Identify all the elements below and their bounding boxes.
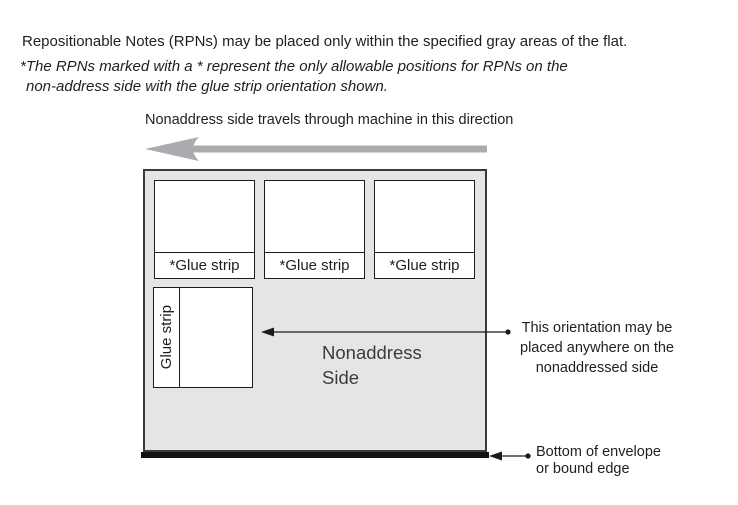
machine-direction-label: Nonaddress side travels through machine … [145,112,514,128]
asterisk-note: *The RPNs marked with a * represent the … [20,57,568,97]
rpn-rotated: Glue strip [153,287,253,388]
glue-strip-label: *Glue strip [375,252,474,278]
rpn-top-1: *Glue strip [154,180,255,279]
intro-text: Repositionable Notes (RPNs) may be place… [22,33,628,50]
orientation-pointer-arrow-icon [261,327,511,337]
nonaddress-side-label-line1: Nonaddress [322,342,422,363]
orientation-annotation-line1: This orientation may be [521,320,673,336]
bound-edge-annotation-line1: Bottom of envelope [536,444,661,460]
rpn-body [375,181,474,252]
bound-edge-annotation-line2: or bound edge [536,461,630,477]
glue-strip-label: *Glue strip [155,252,254,278]
orientation-annotation-line2: placed anywhere on the [520,340,674,356]
orientation-annotation: This orientation may be placed anywhere … [507,318,687,378]
rpn-body [155,181,254,252]
nonaddress-side-label: Nonaddress Side [322,340,422,390]
glue-strip-label-vertical: Glue strip [158,305,175,370]
asterisk-note-line1: *The RPNs marked with a * represent the … [20,58,568,75]
rpn-top-3: *Glue strip [374,180,475,279]
machine-direction-arrow-icon [145,137,487,161]
rpn-top-2: *Glue strip [264,180,365,279]
bound-edge-bar [141,452,489,458]
rpn-body [265,181,364,252]
bound-edge-pointer-arrow-icon [489,451,531,461]
asterisk-note-line2: non-address side with the glue strip ori… [26,78,388,95]
nonaddress-side-label-line2: Side [322,367,360,388]
bound-edge-annotation: Bottom of envelope or bound edge [536,444,661,478]
glue-strip-label: *Glue strip [265,252,364,278]
rpn-rotated-glue-strip: Glue strip [154,288,180,387]
orientation-annotation-line3: nonaddressed side [535,360,659,376]
